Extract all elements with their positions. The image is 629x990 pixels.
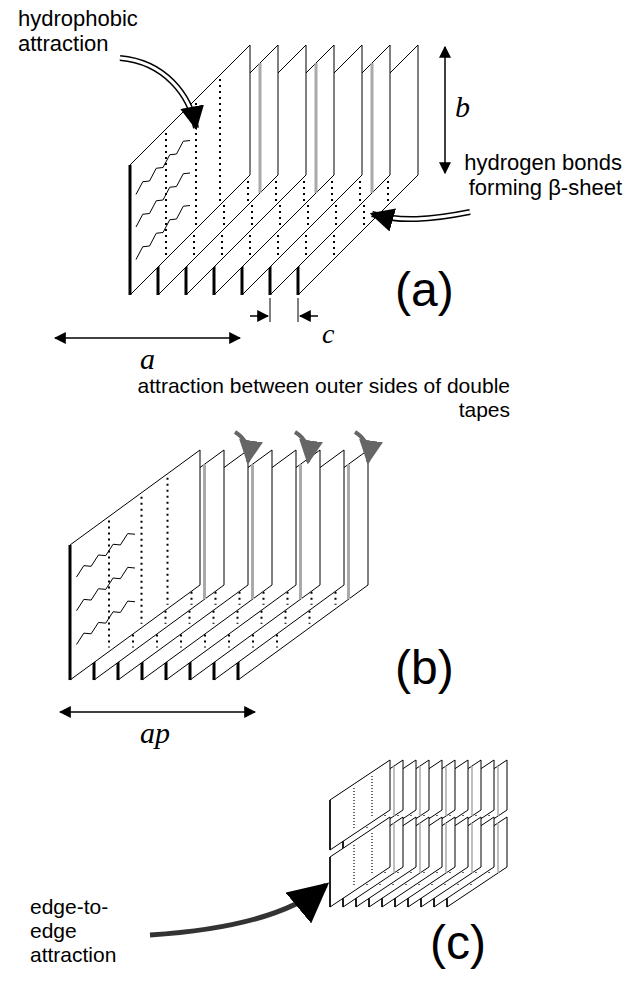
dimension-arrow <box>444 47 446 173</box>
strand-line <box>393 766 395 816</box>
strand-line <box>471 766 473 816</box>
extension-line <box>270 298 271 322</box>
dimension-arrow <box>250 315 268 317</box>
strand-line <box>259 63 262 193</box>
strand-line <box>497 823 499 873</box>
strand-line <box>445 823 447 873</box>
strand-line <box>371 63 374 193</box>
hydrophobic-chain <box>77 601 136 644</box>
callout-label: edge-to-edge attraction <box>30 895 150 967</box>
panel-label: (b) <box>395 640 505 695</box>
dimension-arrow <box>60 711 255 713</box>
callout-arrow <box>120 58 196 128</box>
callout-arrow <box>235 432 248 462</box>
dimension-label: c <box>322 318 352 350</box>
hydrogen-bond-dots <box>371 776 372 818</box>
callout-arrow <box>120 58 196 128</box>
beta-sheet <box>70 450 200 680</box>
strand-line <box>471 823 473 873</box>
sheet-face <box>70 450 200 680</box>
strand-line <box>203 464 206 599</box>
beta-sheet <box>130 45 250 295</box>
sheet-stacks <box>70 45 507 907</box>
callout-arrow <box>295 432 308 462</box>
hydrogen-bond-dots <box>353 845 354 887</box>
strand-line <box>393 823 395 873</box>
hydrogen-bond-dots <box>167 478 169 605</box>
sheet-edge <box>69 545 72 680</box>
panel-label: (a) <box>395 262 505 317</box>
callout-label: hydrophobic attraction <box>18 6 158 57</box>
sheet-face <box>330 817 390 907</box>
hydrogen-bond-dots <box>371 833 372 875</box>
dimension-label: a <box>140 342 180 377</box>
sheet-face <box>130 45 250 295</box>
callout-arrow <box>372 212 470 219</box>
strand-line <box>445 766 447 816</box>
strand-line <box>299 464 302 599</box>
strand-line <box>251 464 254 599</box>
hydrogen-bond-dots <box>219 79 221 201</box>
strand-line <box>419 823 421 873</box>
callout-arrow <box>355 432 368 462</box>
strand-line <box>315 63 318 193</box>
callout-label: attraction between outer sides of double… <box>120 374 510 422</box>
strand-line <box>419 766 421 816</box>
hydrogen-bond-dots <box>141 497 143 624</box>
hydrophobic-chain <box>136 206 190 260</box>
callout-arrow <box>150 885 326 935</box>
strand-line <box>497 766 499 816</box>
panel-label: (c) <box>430 915 540 970</box>
dimension-label: b <box>455 90 485 125</box>
hydrophobic-chain <box>136 173 190 227</box>
hydrophobic-chain <box>136 141 190 195</box>
callout-arrow <box>372 212 470 219</box>
sheet-edge <box>329 800 331 850</box>
beta-sheet <box>330 817 390 907</box>
dimension-arrow <box>55 337 240 339</box>
extension-line <box>298 298 299 322</box>
strand-line <box>347 464 350 599</box>
callout-label: hydrogen bonds forming β-sheet <box>452 150 622 201</box>
sheet-edge <box>329 857 331 907</box>
dimension-arrow <box>300 315 318 317</box>
hydrogen-bond-dots <box>353 788 354 830</box>
sheet-edge <box>129 165 132 295</box>
dimension-label: ap <box>140 716 200 751</box>
